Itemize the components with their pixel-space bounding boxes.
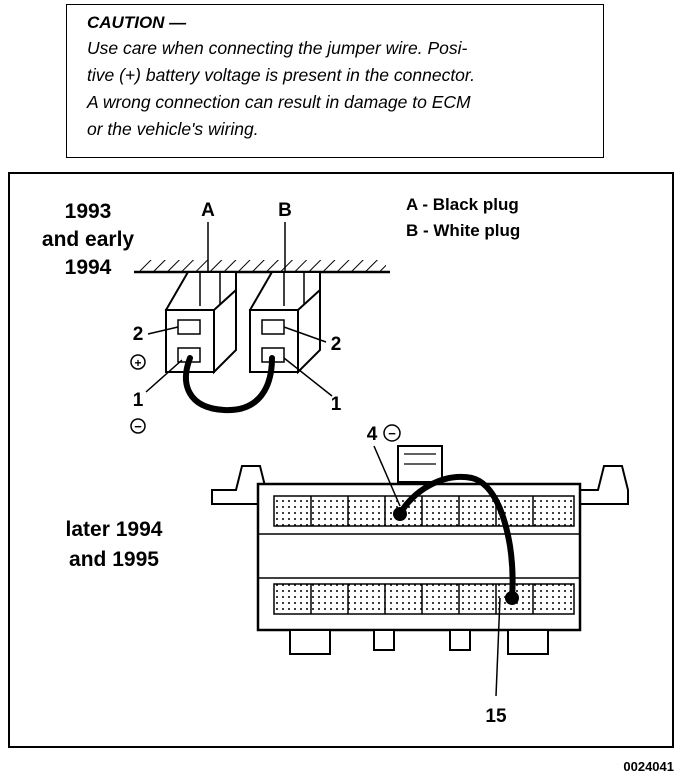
late-pin15-label: 15 (485, 706, 507, 727)
plug-a-pin2 (177, 319, 201, 335)
plug-a-pin1-label: 1 (133, 390, 144, 411)
jumper-wire-late (397, 473, 516, 601)
caution-title: CAUTION — (87, 13, 187, 32)
plug-a-connector (164, 271, 237, 375)
legend-plug-b: B - White plug (406, 221, 520, 240)
late-pin15-leader (495, 597, 501, 697)
diagram-frame: 1993 and early 1994 A - Black plug B - W… (8, 172, 674, 748)
late-label-line1: later 1994 (66, 518, 163, 541)
connector-left-ear (211, 465, 267, 505)
connector-diagram: 1993 and early 1994 A - Black plug B - W… (42, 195, 629, 727)
connector-bottom-center-foot-2 (449, 629, 471, 651)
late-pin4-label: 4 (367, 424, 378, 445)
late-label-line2: and 1995 (69, 548, 159, 571)
jumper-wire-early (183, 355, 275, 414)
caution-line-3: A wrong connection can result in damage … (87, 92, 471, 112)
plug-a-pin2-label: 2 (133, 324, 144, 345)
bottom-pin-row (273, 583, 575, 615)
figure-id: 0024041 (623, 759, 674, 774)
mounting-surface-hatch (140, 260, 386, 272)
negative-symbol (130, 418, 146, 434)
positive-symbol (130, 354, 146, 370)
connector-bottom-center-foot (373, 629, 395, 651)
early-label-line2: and early (42, 228, 135, 251)
connector-bottom-right-foot (507, 629, 549, 655)
caution-line-4: or the vehicle's wiring. (87, 119, 259, 139)
plug-b-pin2-leader (283, 326, 327, 343)
connector-bottom-left-foot (289, 629, 331, 655)
positive-symbol-text: + (134, 356, 141, 370)
late-pin4-leader (373, 445, 401, 507)
plug-a-letter: A (201, 200, 215, 221)
plug-b-pin1-label: 1 (331, 394, 342, 415)
early-label-line3: 1994 (65, 256, 112, 279)
connector-right-ear (571, 465, 629, 505)
caution-line-1: Use care when connecting the jumper wire… (87, 38, 468, 58)
pin4-negative-text: − (388, 426, 396, 441)
pin4-negative-symbol (383, 424, 401, 442)
plug-b-connector (248, 271, 321, 375)
plug-b-pin1-leader (283, 357, 333, 397)
plug-a-pin1-leader (145, 359, 183, 393)
negative-symbol-text: − (134, 419, 142, 434)
plug-b-letter: B (278, 200, 292, 221)
legend-plug-a: A - Black plug (406, 195, 519, 214)
plug-b-pin2-label: 2 (331, 334, 342, 355)
plug-b-pin2 (261, 319, 285, 335)
caution-line-2: tive (+) battery voltage is present in t… (87, 65, 475, 85)
plug-a-pin2-leader (147, 326, 179, 335)
early-label-line1: 1993 (65, 200, 112, 223)
caution-box: CAUTION — Use care when connecting the j… (66, 4, 604, 158)
top-pin-row (273, 495, 575, 527)
